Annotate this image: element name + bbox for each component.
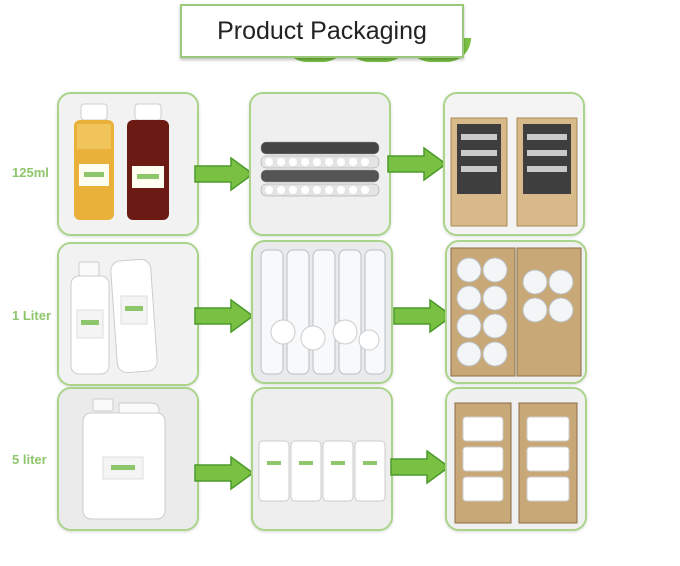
photo-1l-cartons [445, 240, 587, 384]
arrow-right-icon [193, 298, 255, 334]
photo-1l-air-bags [251, 240, 393, 384]
photo-125ml-cartons [443, 92, 585, 236]
row-label-1-liter: 1 Liter [12, 308, 52, 323]
photo-5l-jerrycan [57, 387, 199, 531]
page-title: Product Packaging [180, 4, 464, 58]
photo-125ml-bulk-bottles [249, 92, 391, 236]
arrow-right-icon [386, 146, 448, 182]
arrow-right-icon [193, 156, 255, 192]
arrow-right-icon [193, 455, 255, 491]
photo-125ml-bottles [57, 92, 199, 236]
row-label-125ml: 125ml [12, 165, 49, 180]
photo-1l-bottles [57, 242, 199, 386]
row-label-5-liter: 5 liter [12, 452, 47, 467]
photo-5l-jerrycans-row [251, 387, 393, 531]
arrow-right-icon [392, 298, 454, 334]
arrow-right-icon [389, 449, 451, 485]
photo-5l-cartons [445, 387, 587, 531]
